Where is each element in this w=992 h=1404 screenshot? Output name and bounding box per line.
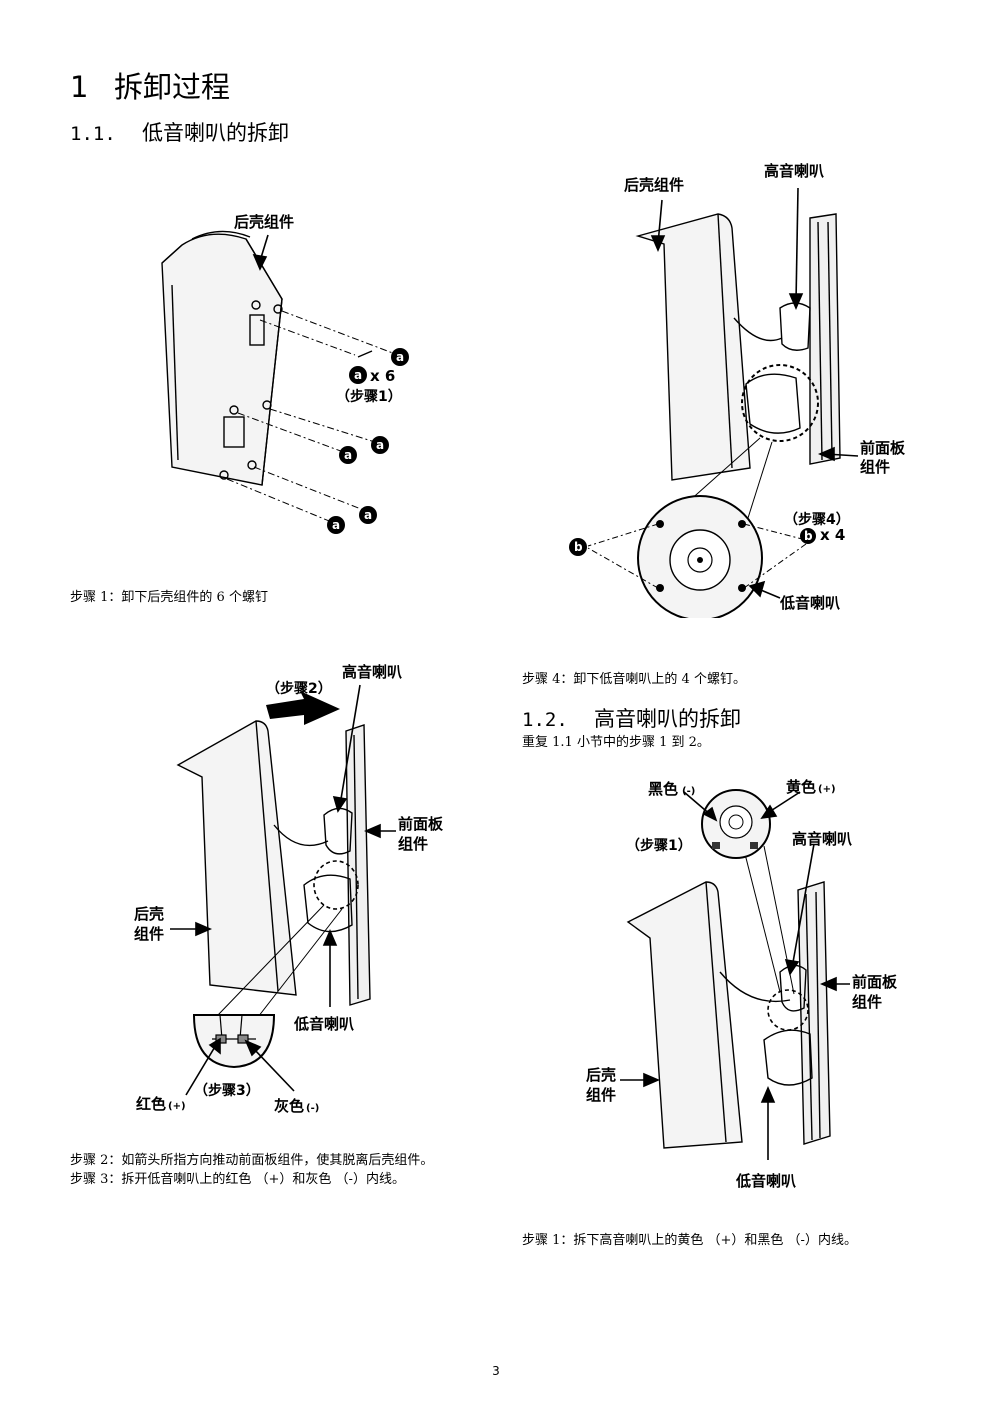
caption-tweeter-step-1: 步骤 1：拆下高音喇叭上的黄色 （+）和黑色 （-）内线。 (522, 1233, 857, 1248)
chapter-number: 1 (70, 70, 89, 104)
figure-back-case-screws: 后壳组件 a a x 6 （步骤1） a a a a (150, 205, 430, 540)
label-front-panel-line1: 前面板 (852, 973, 898, 991)
label-red-sign: (+) (168, 1101, 186, 1112)
caption-step-4: 步骤 4：卸下低音喇叭上的 4 个螺钉。 (522, 672, 746, 687)
section-1-1-number: 1.1. (70, 123, 116, 145)
label-front-panel-line1: 前面板 (860, 439, 906, 457)
section-1-2-intro: 重复 1.1 小节中的步骤 1 到 2。 (522, 735, 710, 750)
count-b: x 4 (820, 526, 845, 544)
section-1-2-heading: 1.2. 高音喇叭的拆卸 (522, 703, 741, 733)
label-black-sign: (-) (682, 786, 695, 797)
label-back-case: 后壳组件 (624, 176, 684, 194)
page-number: 3 (492, 1364, 500, 1378)
label-back-case: 后壳组件 (234, 213, 294, 231)
label-tweeter: 高音喇叭 (792, 830, 852, 848)
label-woofer: 低音喇叭 (779, 594, 840, 612)
label-woofer: 低音喇叭 (293, 1015, 354, 1033)
label-back-case-line2: 组件 (134, 925, 164, 943)
marker-b: b (574, 540, 583, 554)
figure-woofer-screws: 后壳组件 高音喇叭 前面板 组件 （步骤4） b x 4 b 低音喇叭 (560, 158, 920, 618)
marker-a: a (364, 508, 372, 522)
label-woofer: 低音喇叭 (735, 1172, 796, 1190)
label-gray: 灰色 (274, 1097, 304, 1115)
count-a: x 6 (370, 367, 395, 385)
caption-step-3: 步骤 3：拆开低音喇叭上的红色 （+）和灰色 （-）内线。 (70, 1172, 405, 1187)
label-yellow: 黄色 (786, 778, 816, 796)
label-tweeter: 高音喇叭 (764, 162, 824, 180)
label-red: 红色 (136, 1095, 166, 1113)
label-gray-sign: (-) (306, 1103, 319, 1114)
caption-step-2: 步骤 2：如箭头所指方向推动前面板组件，使其脱离后壳组件。 (70, 1153, 434, 1168)
marker-a: a (354, 368, 362, 382)
chapter-title: 拆卸过程 (114, 70, 231, 104)
label-black: 黑色 (648, 780, 678, 798)
label-yellow-sign: (+) (818, 784, 836, 795)
label-tweeter: 高音喇叭 (342, 663, 402, 681)
caption-step-1: 步骤 1：卸下后壳组件的 6 个螺钉 (70, 590, 268, 605)
section-1-1-heading: 1.1. 低音喇叭的拆卸 (70, 117, 289, 147)
label-front-panel-line2: 组件 (852, 993, 882, 1011)
label-front-panel-line2: 组件 (860, 458, 890, 476)
marker-a: a (396, 350, 404, 364)
label-back-case-line2: 组件 (586, 1086, 616, 1104)
step-1-label: （步骤1） (626, 837, 692, 854)
label-front-panel-line1: 前面板 (398, 815, 444, 833)
step-4-label: （步骤4） (784, 511, 850, 528)
step-1-label: （步骤1） (336, 388, 402, 405)
section-1-2-title: 高音喇叭的拆卸 (594, 707, 741, 731)
marker-a: a (376, 438, 384, 452)
label-back-case-line1: 后壳 (586, 1066, 616, 1084)
figure-tweeter-wires: 黑色 (-) 黄色 (+) （步骤1） 高音喇叭 前面板 组件 后壳 组件 低音… (580, 772, 920, 1192)
label-front-panel-line2: 组件 (398, 835, 428, 853)
marker-a: a (332, 518, 340, 532)
section-1-1-title: 低音喇叭的拆卸 (142, 121, 289, 145)
chapter-heading: 1 拆卸过程 (70, 64, 230, 106)
label-back-case-line1: 后壳 (134, 905, 164, 923)
section-1-2-number: 1.2. (522, 709, 568, 731)
marker-a: a (344, 448, 352, 462)
step-3-label: （步骤3） (194, 1082, 260, 1099)
figure-front-panel-removal: （步骤2） 高音喇叭 前面板 组件 后壳 组件 低音喇叭 红色 (+) （步骤3… (128, 655, 468, 1125)
marker-b: b (804, 529, 813, 543)
step-2-label: （步骤2） (266, 680, 332, 697)
